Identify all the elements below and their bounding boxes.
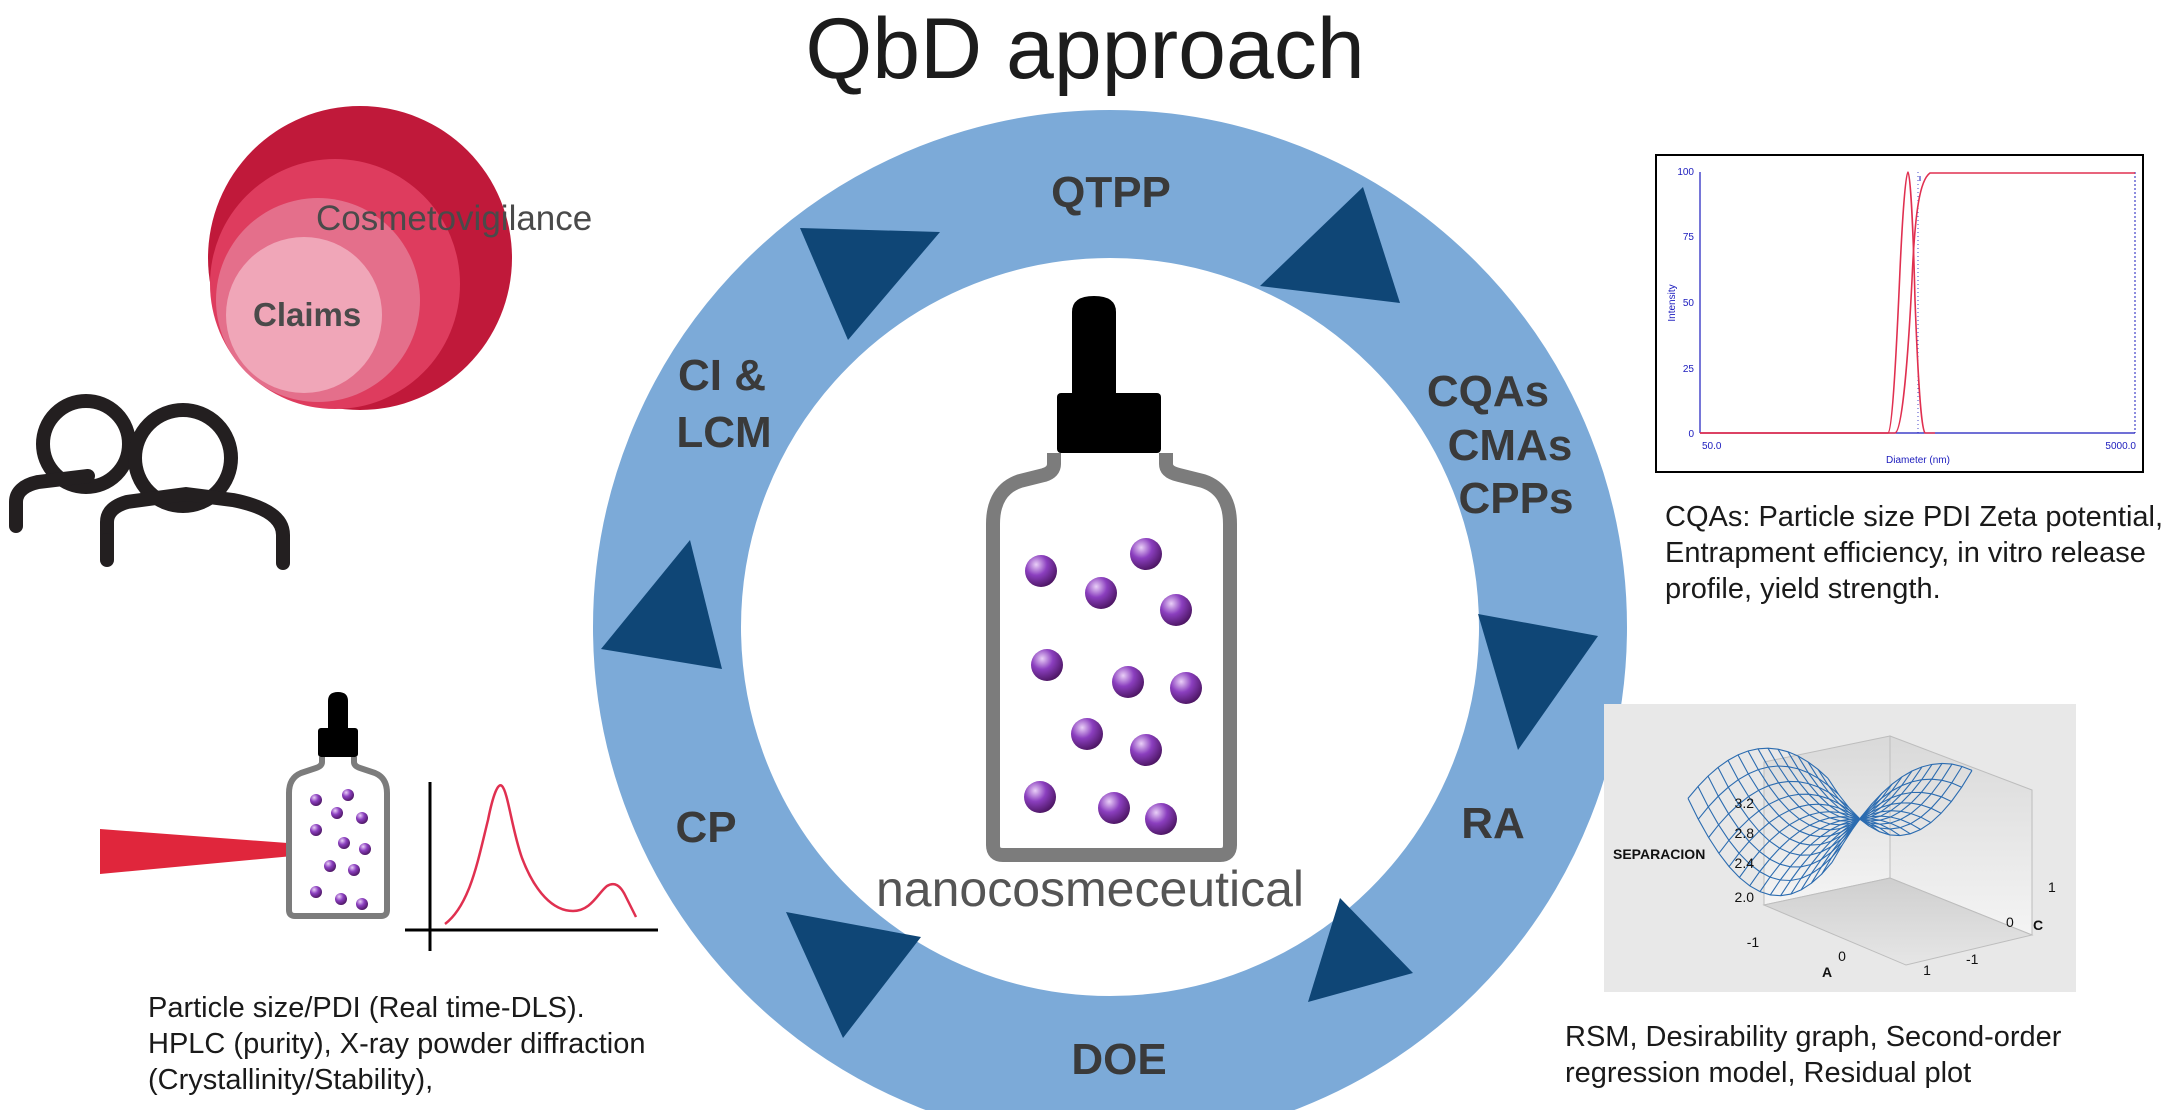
surface-mesh-line — [1747, 750, 1893, 831]
xtick-a-1: 1 — [1923, 962, 1931, 978]
claims-label: Claims — [253, 296, 361, 333]
stage-lcm: LCM — [676, 408, 771, 457]
people-icon — [9, 394, 290, 570]
surface-mesh-line — [1797, 755, 1943, 822]
cycle-arrow-bottom-left — [786, 912, 921, 1038]
surface-mesh-line — [1767, 747, 1913, 822]
mini-dropper-bulb — [328, 692, 348, 732]
ytick-c-1: 1 — [2048, 879, 2056, 895]
mini-particles — [310, 789, 371, 910]
surface-mesh-line — [1817, 766, 1963, 830]
dls-note-line-2: HPLC (purity), X-ray powder diffraction — [148, 1028, 645, 1060]
xtick-a-neg1: -1 — [1747, 934, 1760, 950]
surface-mesh-line — [1727, 760, 1873, 846]
stage-ra: RA — [1461, 799, 1525, 848]
surface-mesh-line — [1717, 767, 1863, 856]
ytick-25: 25 — [1683, 364, 1695, 375]
nanoparticles — [1024, 538, 1202, 835]
ytick-c-neg1: -1 — [1966, 951, 1979, 967]
surface-mesh-line — [1707, 775, 1853, 868]
laser-beam — [100, 829, 368, 874]
page-title: QbD approach — [805, 1, 1365, 97]
size-distribution-chart: 100 75 50 25 0 50.0 5000.0 Diameter (nm)… — [1655, 154, 2144, 473]
surface-mesh-line — [1697, 786, 1843, 882]
ytick-75: 75 — [1683, 232, 1695, 243]
y-axis-label-c: C — [2033, 917, 2043, 933]
cosmetovigilance-label: Cosmetovigilance — [316, 199, 592, 238]
stage-cpps: CPPs — [1459, 474, 1574, 523]
stage-doe: DOE — [1071, 1035, 1166, 1084]
claims-group: Cosmetovigilance Claims — [208, 106, 592, 410]
surface-mesh-line — [1777, 748, 1923, 820]
claims-circle-inner — [226, 237, 382, 393]
surface-mesh-line — [1687, 798, 1833, 897]
ytick-50: 50 — [1683, 298, 1695, 309]
bottle-outline — [986, 453, 1237, 862]
stage-cqas: CQAs — [1427, 367, 1549, 416]
dropper-bulb — [1072, 296, 1116, 400]
mini-bottle-outline — [286, 757, 390, 919]
stage-cp: CP — [675, 803, 736, 852]
rsm-note-line-1: RSM, Desirability graph, Second-order — [1565, 1021, 2062, 1053]
cumulative-curve — [1700, 172, 2135, 434]
stage-ci: CI & — [678, 351, 766, 400]
center-bottle: nanocosmeceutical — [876, 296, 1304, 917]
x-axis-label-a: A — [1822, 964, 1832, 980]
distribution-curve — [1700, 171, 1935, 434]
ztick-2-0: 2.0 — [1735, 889, 1755, 905]
stage-qtpp: QTPP — [1051, 168, 1171, 217]
peak-curve — [444, 784, 638, 925]
dls-note-line-1: Particle size/PDI (Real time-DLS). — [148, 992, 585, 1024]
rsm-note-line-2: regression model, Residual plot — [1565, 1057, 1971, 1089]
cycle-arrow-top-right — [1260, 187, 1400, 303]
cqas-note-line-2: Entrapment efficiency, in vitro release — [1665, 537, 2146, 569]
chart-ylabel: Intensity — [1667, 284, 1678, 321]
z-axis-label: SEPARACION — [1613, 846, 1705, 862]
cycle-arrow-bottom-right — [1308, 898, 1413, 1002]
response-surface-plot: SEPARACION 3.2 2.8 2.4 2.0 -1 0 1 A 1 0 … — [1604, 704, 2076, 992]
cycle-arrow-right — [1478, 614, 1598, 750]
mini-dropper-cap — [318, 728, 358, 757]
surface-mesh-line — [1827, 770, 1973, 837]
xtick-left: 50.0 — [1702, 441, 1722, 452]
stage-cmas: CMAs — [1448, 421, 1573, 470]
surface-mesh-line — [1807, 761, 1953, 825]
center-label: nanocosmeceutical — [876, 861, 1304, 917]
surface-mesh-line — [1757, 748, 1903, 826]
qbd-cycle: QTPP CQAs CMAs CPPs RA DOE CP CI & LCM — [593, 110, 1627, 1110]
peak-plot — [405, 782, 658, 951]
ztick-2-8: 2.8 — [1735, 825, 1755, 841]
chart-xlabel: Diameter (nm) — [1886, 455, 1950, 466]
ztick-2-4: 2.4 — [1735, 855, 1755, 871]
ytick-0: 0 — [1688, 429, 1694, 440]
ztick-3-2: 3.2 — [1735, 795, 1755, 811]
cycle-arrow-top-left — [800, 228, 940, 340]
xtick-right: 5000.0 — [2105, 441, 2136, 452]
xtick-a-0: 0 — [1838, 948, 1846, 964]
ytick-100: 100 — [1677, 167, 1694, 178]
dls-illustration — [100, 692, 658, 951]
surface-mesh — [1687, 747, 1973, 897]
dls-note-line-3: (Crystallinity/Stability), — [148, 1064, 433, 1096]
cycle-arrow-left — [601, 540, 722, 669]
cqas-note-line-3: profile, yield strength. — [1665, 573, 1941, 605]
cqas-note-line-1: CQAs: Particle size PDI Zeta potential, — [1665, 501, 2163, 533]
dropper-cap — [1057, 393, 1161, 453]
ytick-c-0: 0 — [2006, 914, 2014, 930]
